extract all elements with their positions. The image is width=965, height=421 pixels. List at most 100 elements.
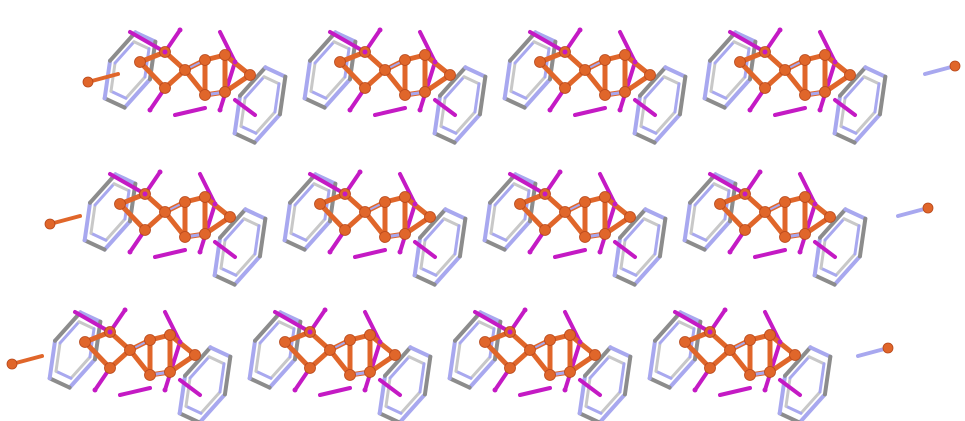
copper-atom xyxy=(559,82,571,94)
bond xyxy=(258,320,281,345)
copper-atom xyxy=(704,362,716,374)
copper-atom xyxy=(579,231,591,243)
bond xyxy=(632,254,662,287)
bond xyxy=(254,110,277,135)
copper-atom xyxy=(399,54,411,66)
bond xyxy=(447,376,472,390)
bond xyxy=(488,172,518,205)
ligand-ring xyxy=(647,310,703,390)
repeat-unit xyxy=(482,169,668,287)
copper-atom xyxy=(359,206,371,218)
polymer-chain-row-3 xyxy=(6,307,894,421)
repeat-unit xyxy=(447,307,633,421)
bond xyxy=(454,369,473,380)
halide-atom xyxy=(417,107,423,113)
copper-atom xyxy=(559,206,571,218)
copper-atom xyxy=(624,211,636,223)
halide-atom xyxy=(147,107,153,113)
bond xyxy=(863,65,888,79)
copper-atom xyxy=(564,329,576,341)
bond xyxy=(302,219,332,252)
halide-atom xyxy=(127,249,133,255)
bond xyxy=(188,355,211,380)
halide-atom xyxy=(232,59,238,65)
bond xyxy=(473,82,481,114)
repeat-unit xyxy=(682,169,868,287)
bond xyxy=(597,392,627,421)
copper-atom xyxy=(79,336,91,348)
bond xyxy=(102,58,113,101)
copper-atom xyxy=(799,89,811,101)
ligand-ring xyxy=(577,345,633,421)
copper-atom xyxy=(159,206,171,218)
bond xyxy=(608,345,633,359)
bond xyxy=(104,217,127,242)
copper-atom xyxy=(524,344,536,356)
bond xyxy=(273,82,281,114)
copper-atom xyxy=(619,86,631,98)
bond xyxy=(482,339,513,371)
bond xyxy=(419,238,427,270)
bond xyxy=(247,376,272,390)
bond xyxy=(293,182,316,207)
bond xyxy=(278,310,303,324)
bond xyxy=(332,40,351,51)
bond xyxy=(642,217,661,228)
bond xyxy=(643,75,666,100)
bond xyxy=(477,74,488,117)
bond xyxy=(523,189,531,221)
bond xyxy=(253,224,261,256)
bond xyxy=(743,47,751,79)
copper-atom xyxy=(424,211,436,223)
bond xyxy=(797,392,827,421)
copper-atom xyxy=(159,82,171,94)
copper-atom xyxy=(744,369,756,381)
copper-atom xyxy=(344,334,356,346)
copper-atom xyxy=(779,64,791,76)
bond xyxy=(682,339,713,371)
copper-atom xyxy=(419,86,431,98)
bond xyxy=(418,30,437,64)
copper-atom xyxy=(679,336,691,348)
copper-atom xyxy=(599,89,611,101)
copper-atom xyxy=(104,362,116,374)
bond xyxy=(662,75,681,86)
copper-atom xyxy=(744,334,756,346)
bond xyxy=(693,182,716,207)
ligand-ring xyxy=(812,207,868,287)
bond xyxy=(573,106,607,117)
bond xyxy=(689,203,697,235)
repeat-unit xyxy=(502,27,688,145)
bond xyxy=(133,30,158,44)
bond xyxy=(509,61,517,93)
bond xyxy=(233,98,257,117)
bond xyxy=(239,96,247,128)
bond xyxy=(598,172,617,206)
bond xyxy=(537,59,568,91)
bond xyxy=(308,30,338,63)
copper-atom xyxy=(134,56,146,68)
bond xyxy=(708,172,747,196)
halide-atom xyxy=(812,201,818,207)
bond xyxy=(289,203,297,235)
bond xyxy=(433,98,457,117)
ligand-ring xyxy=(432,65,488,145)
bond xyxy=(222,354,233,397)
bond xyxy=(439,124,458,135)
copper-atom xyxy=(279,336,291,348)
repeat-unit xyxy=(247,307,433,421)
bond xyxy=(657,216,668,259)
bond xyxy=(728,30,767,54)
halide-atom xyxy=(522,307,528,313)
bond xyxy=(199,390,222,415)
bond xyxy=(112,182,131,193)
bond xyxy=(873,82,881,114)
bond xyxy=(619,266,638,277)
halide-atom xyxy=(527,249,533,255)
bond xyxy=(247,338,258,381)
ligand-ring xyxy=(412,207,468,287)
halide-atom xyxy=(707,329,713,335)
repeat-unit xyxy=(102,27,288,145)
bond xyxy=(422,354,433,397)
